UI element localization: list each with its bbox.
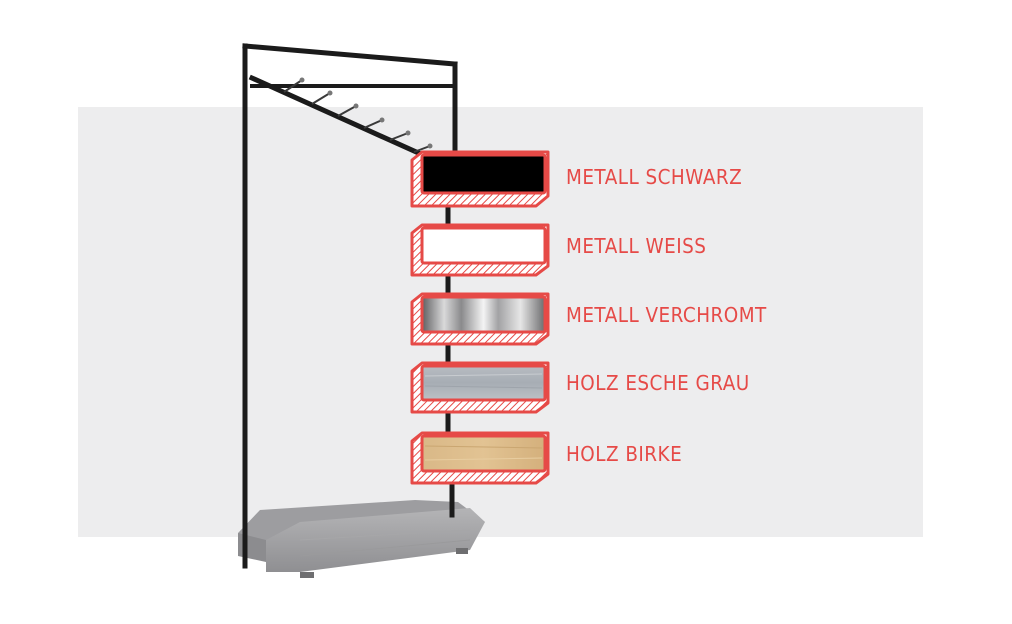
label-holz-birke: HOLZ BIRKE [566, 442, 683, 466]
swatch-chrome-metal [410, 292, 550, 346]
label-metall-schwarz: METALL SCHWARZ [566, 165, 743, 189]
swatch-white-metal [410, 223, 550, 277]
label-metall-verchromt: METALL VERCHROMT [566, 303, 767, 327]
hooks [283, 77, 433, 153]
swatch-grey-ash-wood [410, 361, 550, 414]
wooden-base [238, 500, 485, 578]
swatch-birch-wood [410, 431, 550, 485]
swatch-black-metal [410, 150, 550, 208]
label-holz-esche-grau: HOLZ ESCHE GRAU [566, 371, 750, 395]
label-metall-weiss: METALL WEISS [566, 234, 707, 258]
